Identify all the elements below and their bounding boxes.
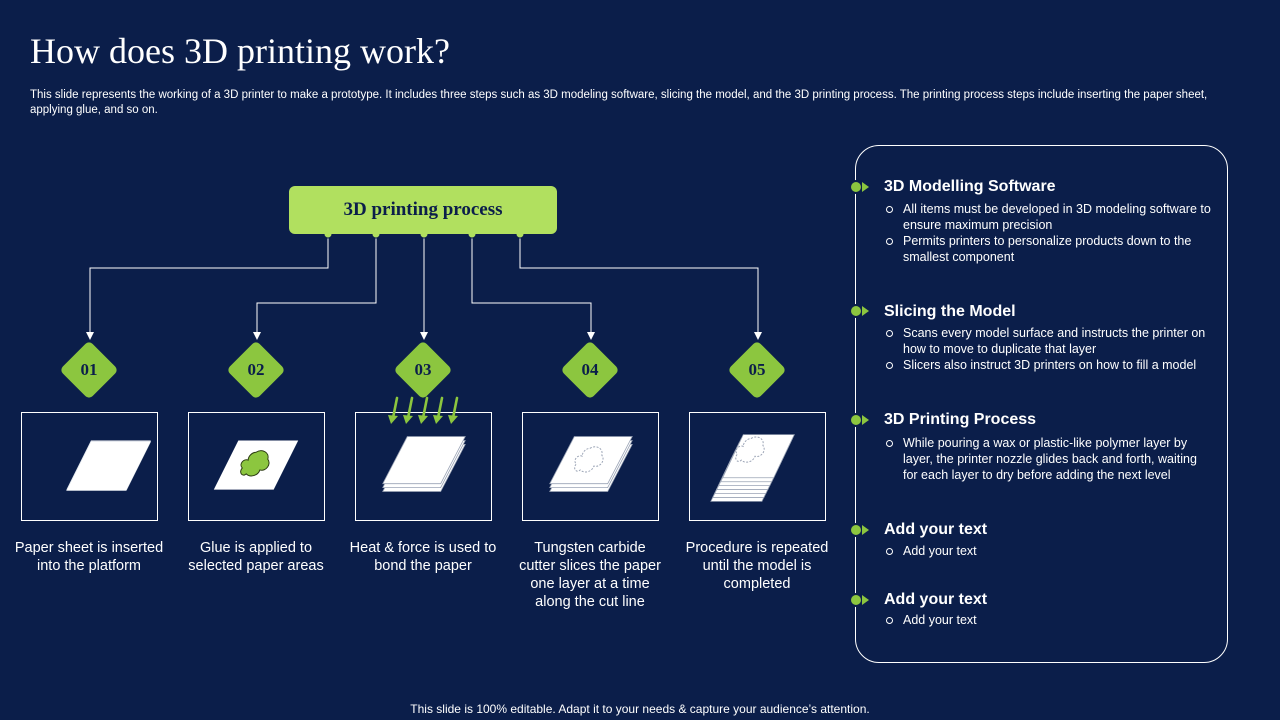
step-number-02: 02 bbox=[247, 360, 265, 379]
section-bullets-1: All items must be developed in 3D modeli… bbox=[884, 201, 1214, 265]
section-title-5: Add your text bbox=[884, 591, 988, 608]
section-marker-5 bbox=[849, 593, 863, 607]
bullet-item: Scans every model surface and instructs … bbox=[884, 325, 1214, 357]
connector-05 bbox=[519, 234, 762, 340]
step-number-05: 05 bbox=[748, 360, 766, 379]
connector-02 bbox=[253, 234, 377, 340]
connector-04 bbox=[471, 234, 595, 340]
section-marker-3 bbox=[849, 413, 863, 427]
slide-title: How does 3D printing work? bbox=[30, 31, 450, 71]
section-marker-tail-5 bbox=[862, 595, 869, 605]
section-bullets-3: While pouring a wax or plastic-like poly… bbox=[884, 435, 1214, 483]
section-marker-4 bbox=[849, 523, 863, 537]
step-box-03 bbox=[355, 412, 492, 521]
bullet-item: Slicers also instruct 3D printers on how… bbox=[884, 357, 1214, 373]
section-marker-tail-2 bbox=[862, 306, 869, 316]
section-marker-1 bbox=[849, 180, 863, 194]
step-box-04 bbox=[522, 412, 659, 521]
section-bullets-4: Add your text bbox=[884, 543, 1214, 559]
section-bullets-5: Add your text bbox=[884, 612, 1214, 628]
heat-press-icon bbox=[382, 436, 466, 492]
bullet-item: Add your text bbox=[884, 612, 1214, 628]
step-label-02: Glue is applied to selected paper areas bbox=[188, 540, 324, 574]
connector-01 bbox=[86, 234, 329, 340]
bullet-item: Add your text bbox=[884, 543, 1214, 559]
bullet-item: All items must be developed in 3D modeli… bbox=[884, 201, 1214, 233]
step-label-04: Tungsten carbide cutter slices the paper… bbox=[519, 540, 661, 610]
section-title-4: Add your text bbox=[884, 521, 988, 538]
step-label-05: Procedure is repeated until the model is… bbox=[685, 540, 829, 592]
bullet-item: While pouring a wax or plastic-like poly… bbox=[884, 435, 1214, 483]
section-marker-tail-4 bbox=[862, 525, 869, 535]
section-title-2: Slicing the Model bbox=[884, 303, 1016, 320]
slide-subtitle: This slide represents the working of a 3… bbox=[30, 89, 1208, 116]
details-panel bbox=[855, 145, 1228, 663]
section-marker-tail-1 bbox=[862, 182, 869, 192]
stacked-layers-icon bbox=[710, 434, 795, 502]
slide-footer: This slide is 100% editable. Adapt it to… bbox=[410, 702, 870, 716]
section-marker-tail-3 bbox=[862, 415, 869, 425]
paper-sheet-icon bbox=[66, 440, 152, 491]
bullet-item: Permits printers to personalize products… bbox=[884, 233, 1214, 265]
step-box-01 bbox=[21, 412, 158, 521]
section-title-3: 3D Printing Process bbox=[884, 411, 1037, 428]
heat-arrows-icon bbox=[388, 396, 459, 424]
section-bullets-2: Scans every model surface and instructs … bbox=[884, 325, 1214, 373]
section-title-1: 3D Modelling Software bbox=[884, 178, 1056, 195]
step-box-05 bbox=[689, 412, 826, 521]
step-number-04: 04 bbox=[581, 360, 599, 379]
step-number-01: 01 bbox=[80, 360, 98, 379]
step-label-03: Heat & force is used to bond the paper bbox=[349, 540, 497, 574]
step-number-03: 03 bbox=[414, 360, 432, 379]
section-marker-2 bbox=[849, 304, 863, 318]
cut-layer-icon bbox=[549, 436, 633, 492]
step-box-02 bbox=[188, 412, 325, 521]
step-label-01: Paper sheet is inserted into the platfor… bbox=[14, 540, 164, 574]
glue-paper-icon bbox=[213, 440, 299, 490]
process-header: 3D printing process bbox=[289, 186, 557, 234]
